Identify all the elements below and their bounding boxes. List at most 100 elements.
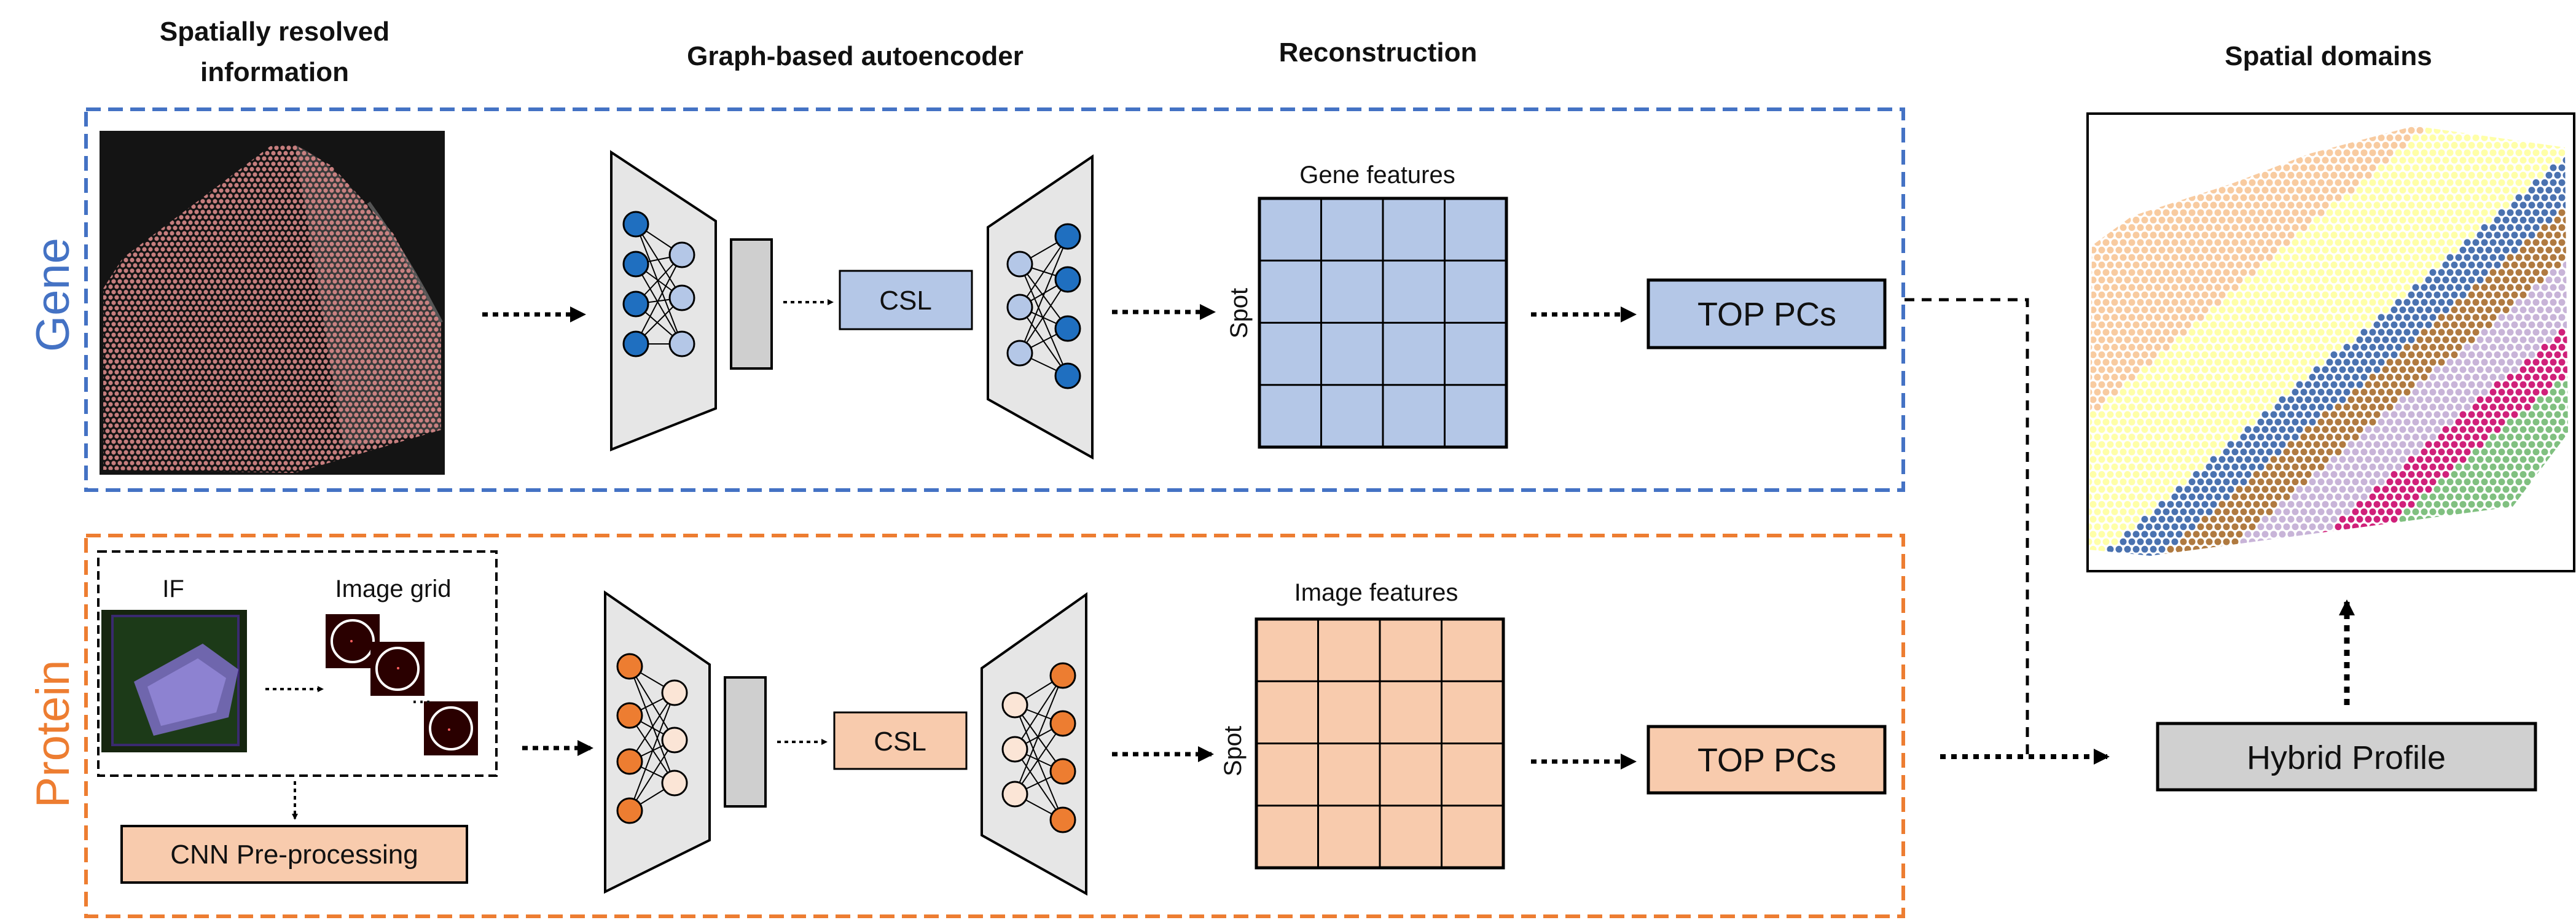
tissue-spot: [314, 162, 319, 166]
tissue-spot: [268, 434, 273, 439]
domain-spot: [2257, 194, 2265, 201]
domain-spot: [2322, 216, 2329, 224]
domain-spot: [2347, 291, 2355, 298]
tissue-spot: [418, 290, 423, 295]
tissue-spot: [268, 209, 273, 214]
tissue-spot: [283, 162, 288, 166]
domain-spot: [2274, 284, 2282, 291]
tissue-spot: [271, 172, 276, 177]
tissue-spot: [157, 263, 162, 268]
tissue-spot: [437, 364, 441, 370]
tissue-spot: [148, 279, 153, 284]
domain-spot: [2343, 239, 2351, 246]
domain-spot: [2223, 194, 2230, 201]
tissue-spot: [335, 338, 340, 343]
tissue-spot: [283, 407, 288, 412]
tissue-spot: [222, 279, 227, 284]
tissue-spot: [385, 295, 390, 300]
tissue-spot: [259, 236, 264, 241]
tissue-spot: [191, 236, 196, 241]
tissue-spot: [182, 359, 187, 364]
tissue-spot: [434, 402, 439, 407]
tissue-spot: [262, 177, 267, 182]
tissue-spot: [317, 402, 322, 407]
tissue-spot: [194, 348, 199, 353]
domain-spot: [2554, 246, 2561, 254]
tissue-spot: [326, 204, 331, 209]
protein-encoder: [604, 590, 711, 894]
tissue-spot: [360, 359, 365, 364]
domain-spot: [2498, 194, 2505, 201]
tissue-spot: [335, 380, 340, 386]
tissue-spot: [320, 311, 325, 316]
tissue-spot: [213, 284, 217, 289]
tissue-spot: [335, 445, 340, 450]
tissue-spot: [148, 450, 153, 455]
tissue-spot: [283, 268, 288, 273]
tissue-spot: [363, 279, 368, 284]
domain-spot: [2455, 224, 2462, 231]
tissue-spot: [280, 445, 285, 450]
tissue-spot: [216, 429, 221, 434]
tissue-spot: [213, 455, 217, 460]
network-node: [668, 241, 695, 268]
tissue-spot: [222, 418, 227, 423]
tissue-spot: [317, 209, 322, 214]
domain-spot: [2442, 246, 2449, 254]
domain-spot: [2193, 216, 2200, 224]
tissue-spot: [130, 290, 135, 295]
domain-spot: [2240, 194, 2247, 201]
tissue-spot: [200, 434, 205, 439]
domain-spot: [2408, 142, 2415, 149]
tissue-spot: [289, 439, 294, 444]
tissue-spot: [425, 375, 429, 380]
domain-spot: [2111, 298, 2118, 306]
tissue-spot: [323, 391, 328, 396]
domain-spot: [2386, 284, 2394, 291]
tissue-spot: [311, 380, 316, 386]
tissue-spot: [173, 225, 178, 230]
tissue-spot: [182, 391, 187, 396]
tissue-spot: [415, 295, 420, 300]
header-spatial-info-line2: information: [200, 57, 349, 87]
tissue-spot: [179, 332, 184, 337]
tissue-spot: [111, 439, 116, 444]
tissue-spot: [231, 284, 236, 289]
domain-spot: [2132, 246, 2140, 254]
tissue-spot: [179, 397, 184, 402]
tissue-spot: [253, 215, 257, 220]
domain-spot: [2141, 276, 2148, 284]
tissue-spot: [286, 402, 291, 407]
tissue-spot: [277, 364, 282, 370]
domain-spot: [2378, 239, 2385, 246]
tissue-spot: [163, 391, 168, 396]
tissue-spot: [117, 407, 122, 412]
domain-spot: [2494, 291, 2501, 298]
domain-spot: [2287, 291, 2295, 298]
tissue-spot: [280, 156, 285, 161]
tissue-spot: [366, 402, 371, 407]
tissue-spot: [203, 450, 208, 455]
domain-spot: [2378, 149, 2385, 157]
tissue-spot: [320, 247, 325, 252]
tissue-spot: [170, 284, 174, 289]
tissue-spot: [342, 241, 346, 246]
tissue-spot: [394, 300, 399, 305]
domain-spot: [2175, 261, 2183, 268]
tissue-spot: [262, 306, 267, 311]
protein-row: Protein IF Image grid ... CNN Pre-proces…: [27, 534, 1905, 918]
tissue-spot: [329, 348, 334, 353]
domain-spot: [2382, 232, 2389, 239]
domain-spot: [2287, 246, 2295, 254]
tissue-spot: [317, 241, 322, 246]
tissue-spot: [296, 225, 300, 230]
tissue-spot: [188, 359, 193, 364]
network-node: [1001, 692, 1028, 719]
tissue-spot: [127, 455, 131, 460]
network-node: [1001, 781, 1028, 808]
domain-spot: [2390, 201, 2398, 209]
tissue-spot: [219, 402, 224, 407]
domain-spot: [2378, 209, 2385, 216]
tissue-spot: [431, 407, 436, 412]
domain-spot: [2519, 246, 2527, 254]
